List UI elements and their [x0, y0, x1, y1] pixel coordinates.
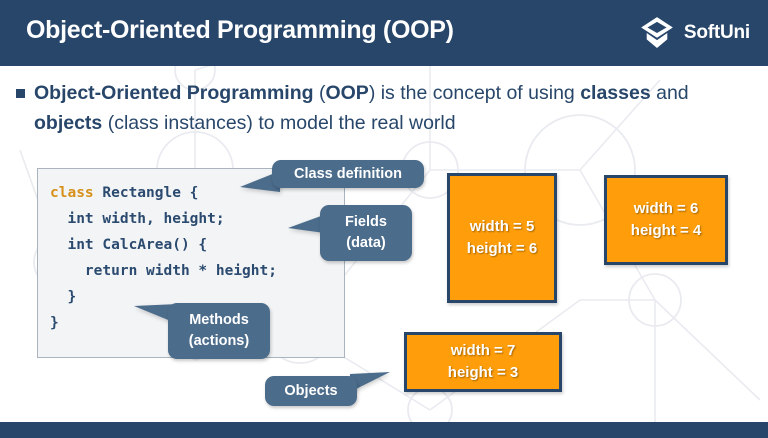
footer-bar [0, 422, 768, 438]
code-line-0: Rectangle { [93, 185, 199, 201]
callout-fields: Fields (data) [320, 205, 412, 261]
graduation-cap-icon [641, 17, 673, 49]
object-box-3: width = 7 height = 3 [404, 332, 562, 392]
bullet-seg-7: (class instances) to model the real worl… [102, 112, 456, 134]
page-title: Object-Oriented Programming (OOP) [26, 16, 454, 44]
object-box-1-width: width = 5 [469, 218, 535, 235]
callout-methods: Methods (actions) [168, 303, 270, 359]
bullet-seg-1: ( [313, 82, 326, 104]
bullet-block: Object-Oriented Programming (OOP) is the… [16, 78, 752, 138]
bullet-text: Object-Oriented Programming (OOP) is the… [34, 78, 752, 138]
header-bar: Object-Oriented Programming (OOP) SoftUn… [0, 0, 768, 66]
bullet-seg-3: ) is the concept of using [368, 82, 581, 104]
callout-methods-line1: Methods [189, 312, 249, 328]
brand-logo: SoftUni [638, 14, 750, 52]
code-line-1: int width, height; [50, 211, 225, 227]
object-box-2-width: width = 6 [633, 200, 699, 217]
callout-objects: Objects [265, 376, 357, 406]
object-box-3-height: height = 3 [447, 364, 519, 381]
brand-name: SoftUni [683, 22, 750, 43]
callout-objects-label: Objects [284, 382, 338, 399]
callout-fields-line2: (data) [346, 235, 386, 251]
code-keyword-class: class [50, 185, 94, 201]
bullet-seg-2: OOP [325, 82, 369, 104]
code-line-4: } [50, 289, 77, 305]
callout-methods-line2: (actions) [188, 333, 250, 349]
callout-class-definition: Class definition [272, 160, 424, 188]
object-box-1-height: height = 6 [466, 240, 538, 257]
code-line-3: return width * height; [50, 263, 277, 279]
bullet-seg-6: objects [34, 112, 103, 134]
bullet-seg-4: classes [580, 82, 651, 104]
object-box-2: width = 6 height = 4 [604, 175, 728, 265]
object-box-2-height: height = 4 [630, 222, 702, 239]
bullet-seg-5: and [650, 82, 689, 104]
bullet-seg-0: Object-Oriented Programming [34, 82, 314, 104]
object-box-3-width: width = 7 [450, 342, 516, 359]
code-line-2: int CalcArea() { [50, 237, 208, 253]
object-box-1: width = 5 height = 6 [447, 173, 557, 303]
code-line-5: } [50, 315, 59, 331]
square-bullet-icon [16, 89, 25, 98]
bullet-row: Object-Oriented Programming (OOP) is the… [16, 78, 752, 138]
callout-fields-line1: Fields [345, 214, 387, 230]
callout-class-definition-label: Class definition [294, 165, 402, 182]
